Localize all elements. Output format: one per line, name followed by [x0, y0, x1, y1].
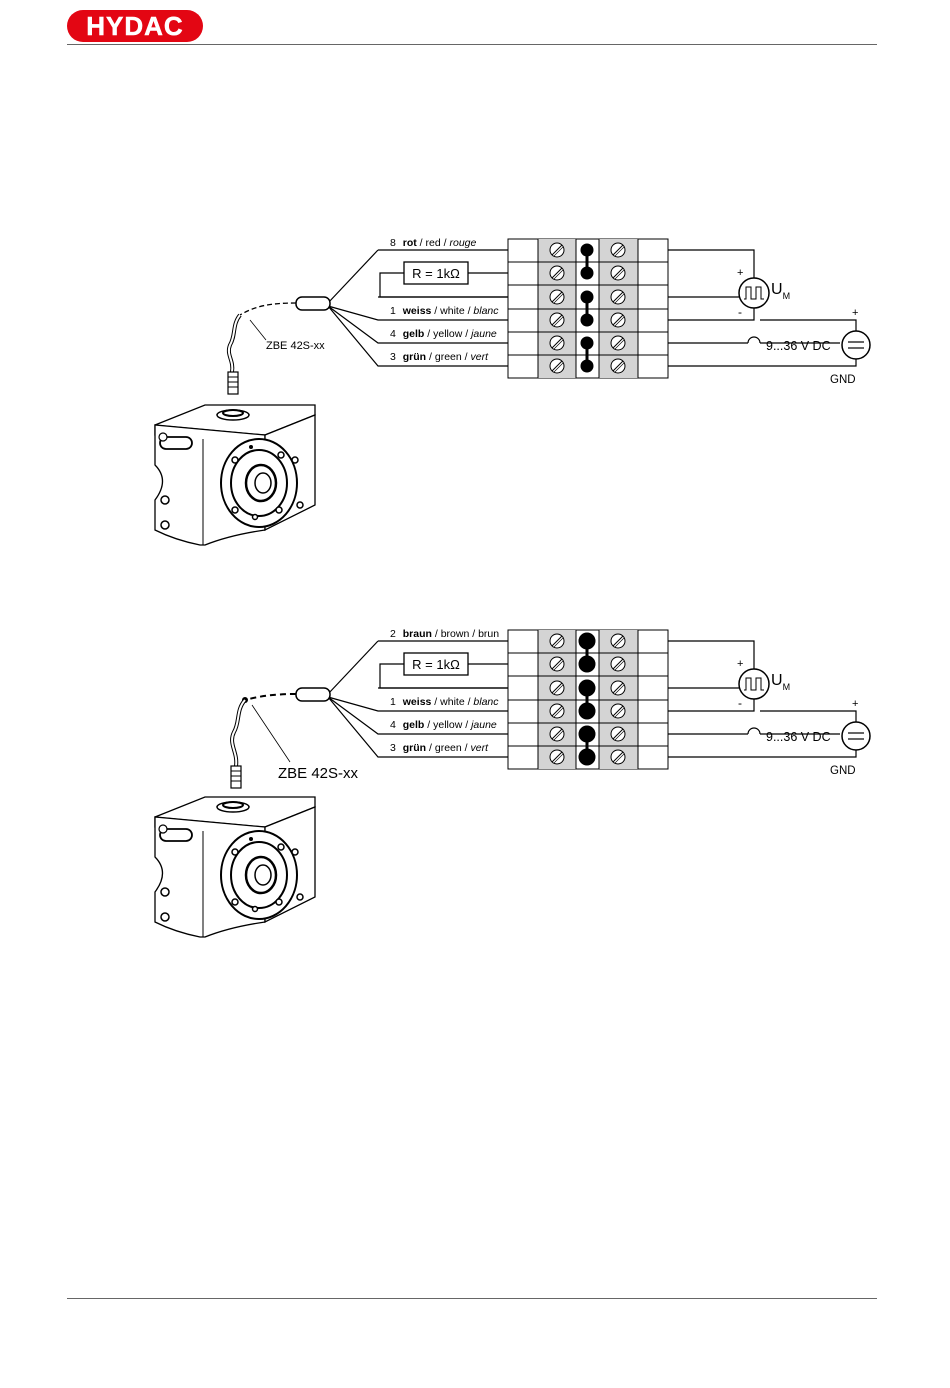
terminal-block: [508, 630, 668, 769]
gnd-label: GND: [830, 374, 856, 386]
wire-label-4: 3 grün / green / vert: [390, 742, 489, 754]
supply-label: 9...36 V DC: [766, 339, 831, 353]
wire-label-2: 1 weiss / white / blanc: [390, 305, 499, 317]
dc-supply-icon: [842, 722, 870, 750]
supply-plus: +: [852, 698, 858, 710]
cable-label: ZBE 42S-xx: [278, 765, 359, 782]
wire-label-3: 4 gelb / yellow / jaune: [390, 328, 497, 340]
gnd-label: GND: [830, 765, 856, 777]
meter-icon: [739, 278, 769, 308]
sensor-device: [155, 797, 315, 937]
diagram-1: R = 1kΩ 8 rot / red / rouge 1 weiss / wh…: [155, 237, 870, 545]
wire-label-1: 2 braun / brown / brun: [390, 628, 499, 640]
meter-label: UM: [771, 672, 790, 692]
meter-plus: +: [737, 267, 743, 279]
meter-plus: +: [737, 658, 743, 670]
meter-minus: -: [738, 696, 742, 710]
meter-icon: [739, 669, 769, 699]
cable-plug: [296, 688, 330, 701]
cable-label: ZBE 42S-xx: [266, 340, 325, 352]
dc-supply-icon: [842, 331, 870, 359]
diagram-2: R = 1kΩ 2 braun / brown / brun 1 weiss /…: [155, 628, 870, 937]
wire-label-4: 3 grün / green / vert: [390, 351, 489, 363]
wire-label-2: 1 weiss / white / blanc: [390, 696, 499, 708]
resistor-label: R = 1kΩ: [412, 657, 460, 672]
sensor-device: [155, 405, 315, 545]
meter-label: UM: [771, 281, 790, 301]
wire-label-1: 8 rot / red / rouge: [390, 237, 476, 249]
resistor-label: R = 1kΩ: [412, 266, 460, 281]
cable-plug: [296, 297, 330, 310]
supply-label: 9...36 V DC: [766, 730, 831, 744]
wire-label-3: 4 gelb / yellow / jaune: [390, 719, 497, 731]
meter-minus: -: [738, 305, 742, 319]
supply-plus: +: [852, 307, 858, 319]
terminal-block: [508, 239, 668, 378]
